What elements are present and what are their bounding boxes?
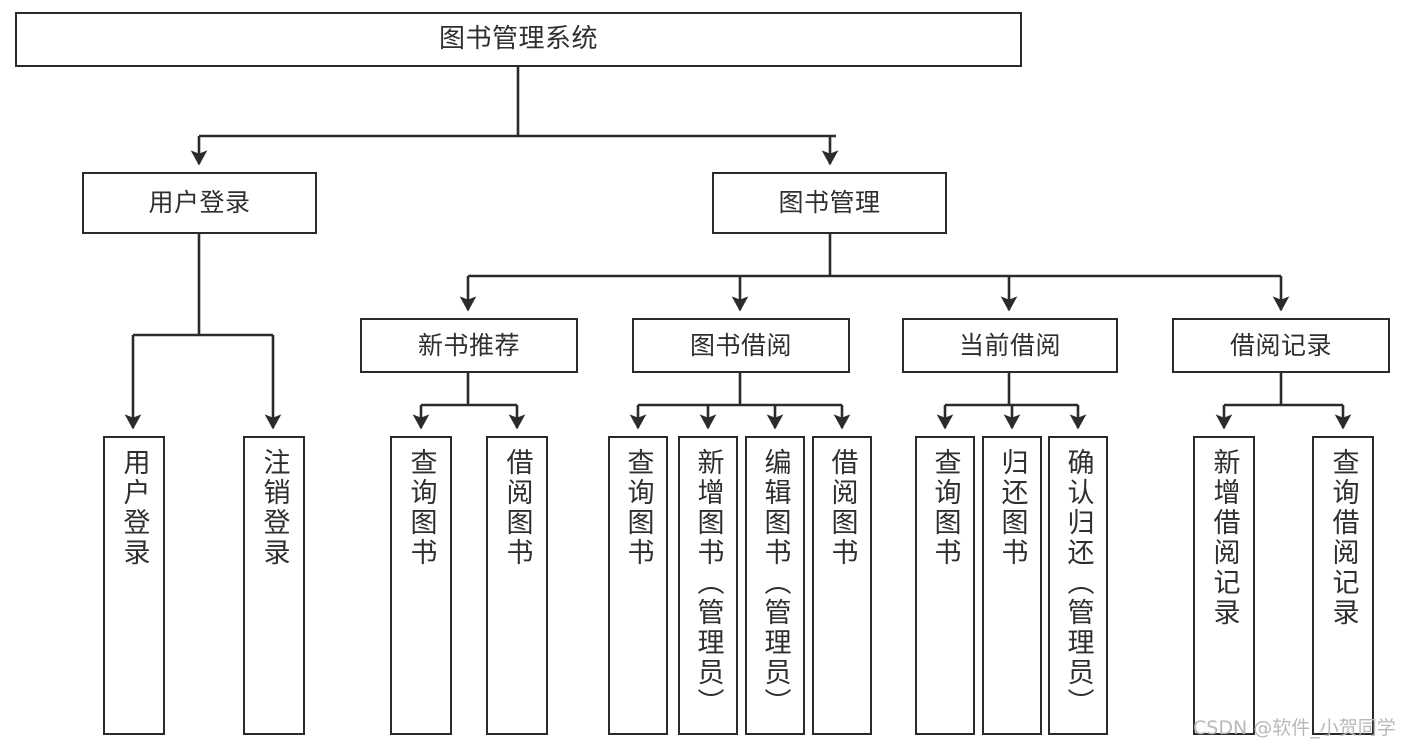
node-book-borrow[interactable]: 图书借阅 — [632, 318, 850, 373]
leaf-newbook-borrow-book[interactable]: 借阅图书 — [486, 436, 548, 735]
node-new-book-recommend[interactable]: 新书推荐 — [360, 318, 578, 373]
node-user-login-label: 用户登录 — [148, 188, 251, 217]
leaf-record-add-record-label: 新增借阅记录 — [1208, 448, 1240, 628]
leaf-newbook-query-book-label: 查询图书 — [405, 448, 437, 568]
leaf-borrow-borrow-book-label: 借阅图书 — [826, 448, 858, 568]
node-borrow-record[interactable]: 借阅记录 — [1172, 318, 1390, 373]
leaf-record-query-record[interactable]: 查询借阅记录 — [1312, 436, 1374, 735]
leaf-user-logout-label: 注销登录 — [258, 448, 290, 568]
leaf-newbook-query-book[interactable]: 查询图书 — [390, 436, 452, 735]
leaf-current-return-book[interactable]: 归还图书 — [982, 436, 1042, 735]
node-new-book-recommend-label: 新书推荐 — [417, 330, 520, 360]
node-book-management[interactable]: 图书管理 — [712, 172, 947, 234]
node-book-borrow-label: 图书借阅 — [689, 330, 792, 360]
node-current-borrow-label: 当前借阅 — [958, 330, 1061, 360]
node-user-login[interactable]: 用户登录 — [82, 172, 317, 234]
node-root[interactable]: 图书管理系统 — [15, 12, 1022, 67]
leaf-current-query-book-label: 查询图书 — [929, 448, 961, 568]
leaf-user-login[interactable]: 用户登录 — [103, 436, 165, 735]
leaf-borrow-query-book-label: 查询图书 — [622, 448, 654, 568]
leaf-borrow-query-book[interactable]: 查询图书 — [608, 436, 668, 735]
leaf-record-query-record-label: 查询借阅记录 — [1327, 448, 1359, 628]
node-book-management-label: 图书管理 — [778, 188, 881, 217]
leaf-borrow-add-book-label: 新增图书（管理员） — [692, 448, 724, 718]
node-root-label: 图书管理系统 — [438, 23, 598, 54]
node-current-borrow[interactable]: 当前借阅 — [902, 318, 1118, 373]
leaf-newbook-borrow-book-label: 借阅图书 — [501, 448, 533, 568]
leaf-user-login-label: 用户登录 — [118, 448, 150, 568]
leaf-current-return-book-label: 归还图书 — [996, 448, 1028, 568]
leaf-borrow-edit-book-label: 编辑图书（管理员） — [759, 448, 791, 718]
leaf-borrow-edit-book[interactable]: 编辑图书（管理员） — [745, 436, 805, 735]
leaf-current-query-book[interactable]: 查询图书 — [915, 436, 975, 735]
node-borrow-record-label: 借阅记录 — [1229, 330, 1332, 360]
leaf-borrow-borrow-book[interactable]: 借阅图书 — [812, 436, 872, 735]
leaf-current-confirm-return-label: 确认归还（管理员） — [1062, 448, 1094, 718]
leaf-user-logout[interactable]: 注销登录 — [243, 436, 305, 735]
leaf-record-add-record[interactable]: 新增借阅记录 — [1193, 436, 1255, 735]
leaf-current-confirm-return[interactable]: 确认归还（管理员） — [1048, 436, 1108, 735]
leaf-borrow-add-book[interactable]: 新增图书（管理员） — [678, 436, 738, 735]
